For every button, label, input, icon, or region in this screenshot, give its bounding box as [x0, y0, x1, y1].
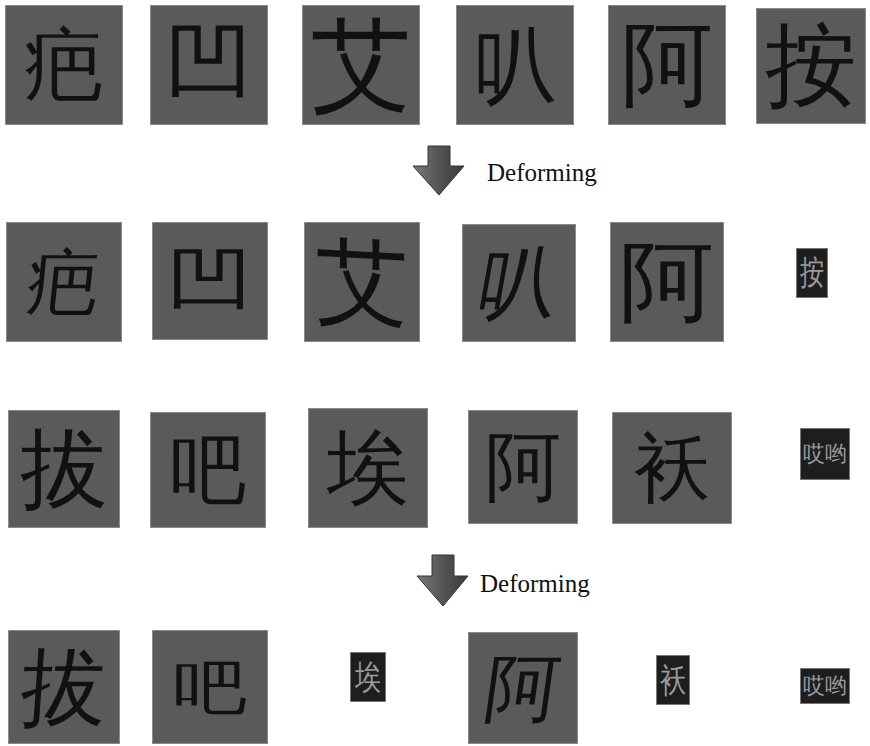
character: 阿 [485, 429, 561, 505]
char-tile: 吧 [152, 630, 268, 744]
character: 埃 [355, 660, 381, 694]
character: 按 [800, 256, 824, 290]
small-char-tile: 哎哟 [800, 428, 850, 480]
character: 吧 [170, 432, 246, 508]
character: 阿 [619, 238, 714, 326]
character: 叭 [473, 23, 557, 107]
character: 凹 [165, 21, 253, 109]
char-tile: 叭 [462, 224, 576, 342]
character: 艾 [316, 234, 408, 331]
character: 按 [765, 20, 857, 112]
small-char-tile: 埃 [350, 652, 386, 702]
down-arrow [413, 146, 464, 195]
small-char-tile: 哎哟 [800, 668, 850, 704]
char-tile: 拔 [8, 410, 120, 528]
character: 拔 [18, 644, 110, 730]
char-tile: 艾 [304, 222, 420, 342]
step-label: Deforming [480, 571, 590, 596]
char-tile: 吧 [150, 412, 266, 528]
character: 艾 [311, 15, 411, 115]
character: 拔 [20, 425, 108, 513]
step-label: Deforming [487, 160, 597, 185]
character: 袄 [634, 430, 710, 506]
char-tile: 拔 [8, 630, 120, 744]
char-tile: 阿 [468, 632, 578, 744]
char-tile: 疤 [5, 5, 123, 125]
char-tile: 阿 [608, 5, 726, 125]
character: 阿 [481, 651, 565, 725]
character: 阿 [621, 19, 713, 111]
char-tile: 阿 [610, 222, 724, 342]
char-tile: 凹 [150, 5, 268, 125]
character: 埃 [327, 427, 409, 509]
char-tile: 阿 [468, 410, 578, 524]
char-tile: 叭 [456, 5, 574, 125]
small-char-tile: 袄 [656, 655, 690, 705]
character: 吧 [173, 657, 247, 716]
character: 哎哟 [803, 675, 847, 697]
char-tile: 凹 [152, 222, 268, 340]
character: 叭 [472, 243, 566, 323]
small-char-tile: 按 [796, 248, 828, 298]
character: 袄 [660, 663, 686, 697]
character: 疤 [24, 246, 104, 318]
char-tile: 疤 [6, 222, 122, 342]
char-tile: 埃 [308, 408, 428, 528]
down-arrow [417, 555, 468, 606]
character: 凹 [167, 244, 253, 317]
char-tile: 艾 [302, 5, 420, 125]
character: 哎哟 [803, 443, 847, 465]
character: 疤 [24, 25, 104, 105]
char-tile: 按 [756, 8, 866, 124]
char-tile: 袄 [612, 412, 732, 524]
